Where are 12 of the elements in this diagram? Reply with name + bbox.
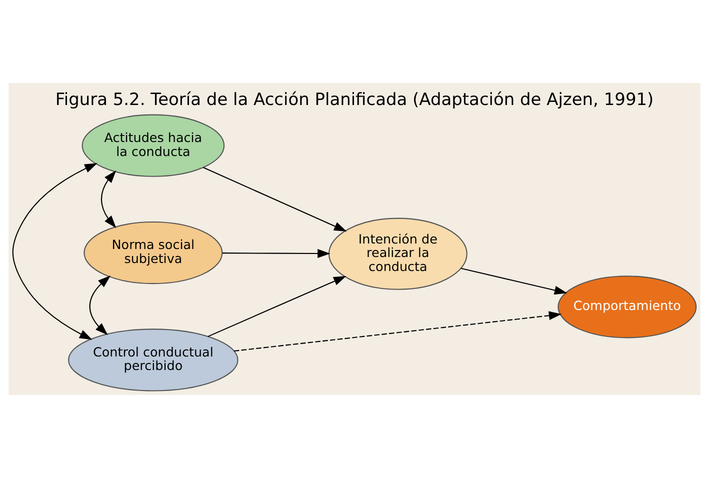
node-ellipse: Norma social subjetiva [84,221,223,284]
arrow [12,162,98,340]
arrow [100,170,116,228]
arrow [234,310,562,352]
arrow [208,275,346,336]
diagram-title: Figura 5.2. Teoría de la Acción Planificada (Adaptación de Ajzen, 1991) [55,90,654,110]
arrow [222,248,330,258]
node-ellipse: Intención de realizar la conducta [328,217,468,290]
arrow [89,275,111,335]
arrow [203,166,347,232]
node-ellipse: Comportamiento [558,275,697,338]
arrow [460,267,568,294]
